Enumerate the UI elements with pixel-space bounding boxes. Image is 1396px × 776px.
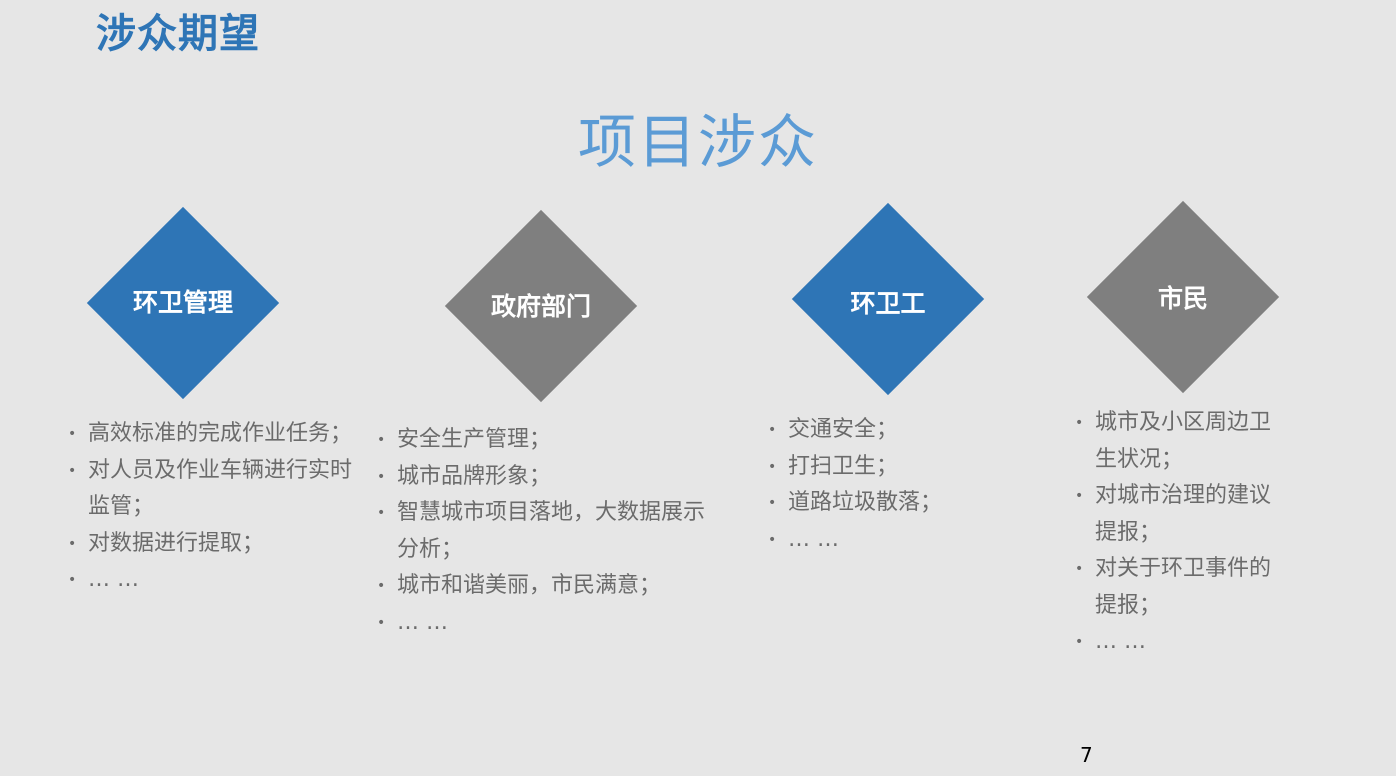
bullet-item: 安全生产管理； xyxy=(377,422,707,459)
bullet-item: 城市和谐美丽，市民满意； xyxy=(377,568,707,605)
stakeholder-bullets-government: 安全生产管理； 城市品牌形象； 智慧城市项目落地，大数据展示分析； 城市和谐美丽… xyxy=(377,422,707,641)
bullet-item: 城市及小区周边卫生状况； xyxy=(1075,405,1285,478)
bullet-item: 智慧城市项目落地，大数据展示分析； xyxy=(377,495,707,568)
bullet-item: … … xyxy=(1075,624,1285,661)
bullet-item: … … xyxy=(768,522,988,559)
bullet-item: 城市品牌形象； xyxy=(377,459,707,496)
stakeholder-label-sanitation-management: 环卫管理 xyxy=(132,288,233,317)
bullet-item: … … xyxy=(68,562,358,599)
bullet-item: 对关于环卫事件的提报； xyxy=(1075,551,1285,624)
slide-heading: 项目涉众 xyxy=(577,108,818,176)
stakeholder-label-sanitation-worker: 环卫工 xyxy=(850,289,926,318)
bullet-item: 高效标准的完成作业任务； xyxy=(68,416,358,453)
bullet-item: 对城市治理的建议提报； xyxy=(1075,478,1285,551)
stakeholder-label-citizens: 市民 xyxy=(1157,284,1208,313)
stakeholder-label-government: 政府部门 xyxy=(490,292,591,321)
bullet-item: 打扫卫生； xyxy=(768,449,988,486)
stakeholder-bullets-sanitation-worker: 交通安全； 打扫卫生； 道路垃圾散落； … … xyxy=(768,412,988,558)
bullet-item: 对数据进行提取； xyxy=(68,526,358,563)
slide-title: 涉众期望 xyxy=(96,11,260,57)
page-number: 7 xyxy=(1080,743,1093,767)
bullet-item: 对人员及作业车辆进行实时监管； xyxy=(68,453,358,526)
bullet-item: 交通安全； xyxy=(768,412,988,449)
stakeholder-bullets-sanitation-management: 高效标准的完成作业任务； 对人员及作业车辆进行实时监管； 对数据进行提取； … … xyxy=(68,416,358,599)
bullet-item: … … xyxy=(377,605,707,642)
bullet-item: 道路垃圾散落； xyxy=(768,485,988,522)
stakeholder-bullets-citizens: 城市及小区周边卫生状况； 对城市治理的建议提报； 对关于环卫事件的提报； … … xyxy=(1075,405,1285,661)
